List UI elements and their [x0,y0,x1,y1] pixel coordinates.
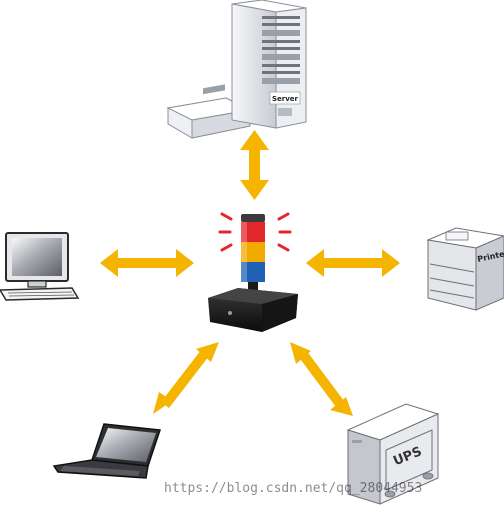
printer-icon: Printer [426,227,504,311]
arrow-ups [290,342,353,416]
tower-tier-yellow [241,242,265,262]
ups-icon: UPS [346,403,440,505]
laptop-icon [52,423,162,479]
tower-tier-red [241,222,265,242]
server-label: Server [272,95,299,103]
arrow-laptop [153,342,219,414]
desktop-computer-icon [0,232,80,301]
server-icon: Server [166,0,307,139]
arrow-desktop [100,249,194,277]
arrow-printer [306,249,400,277]
alert-flash-icon [218,212,292,252]
signal-tower-light-icon [208,212,298,332]
tower-tier-blue [241,262,265,282]
watermark-text: https://blog.csdn.net/qq_28044953 [164,481,422,496]
arrow-server [240,130,269,200]
